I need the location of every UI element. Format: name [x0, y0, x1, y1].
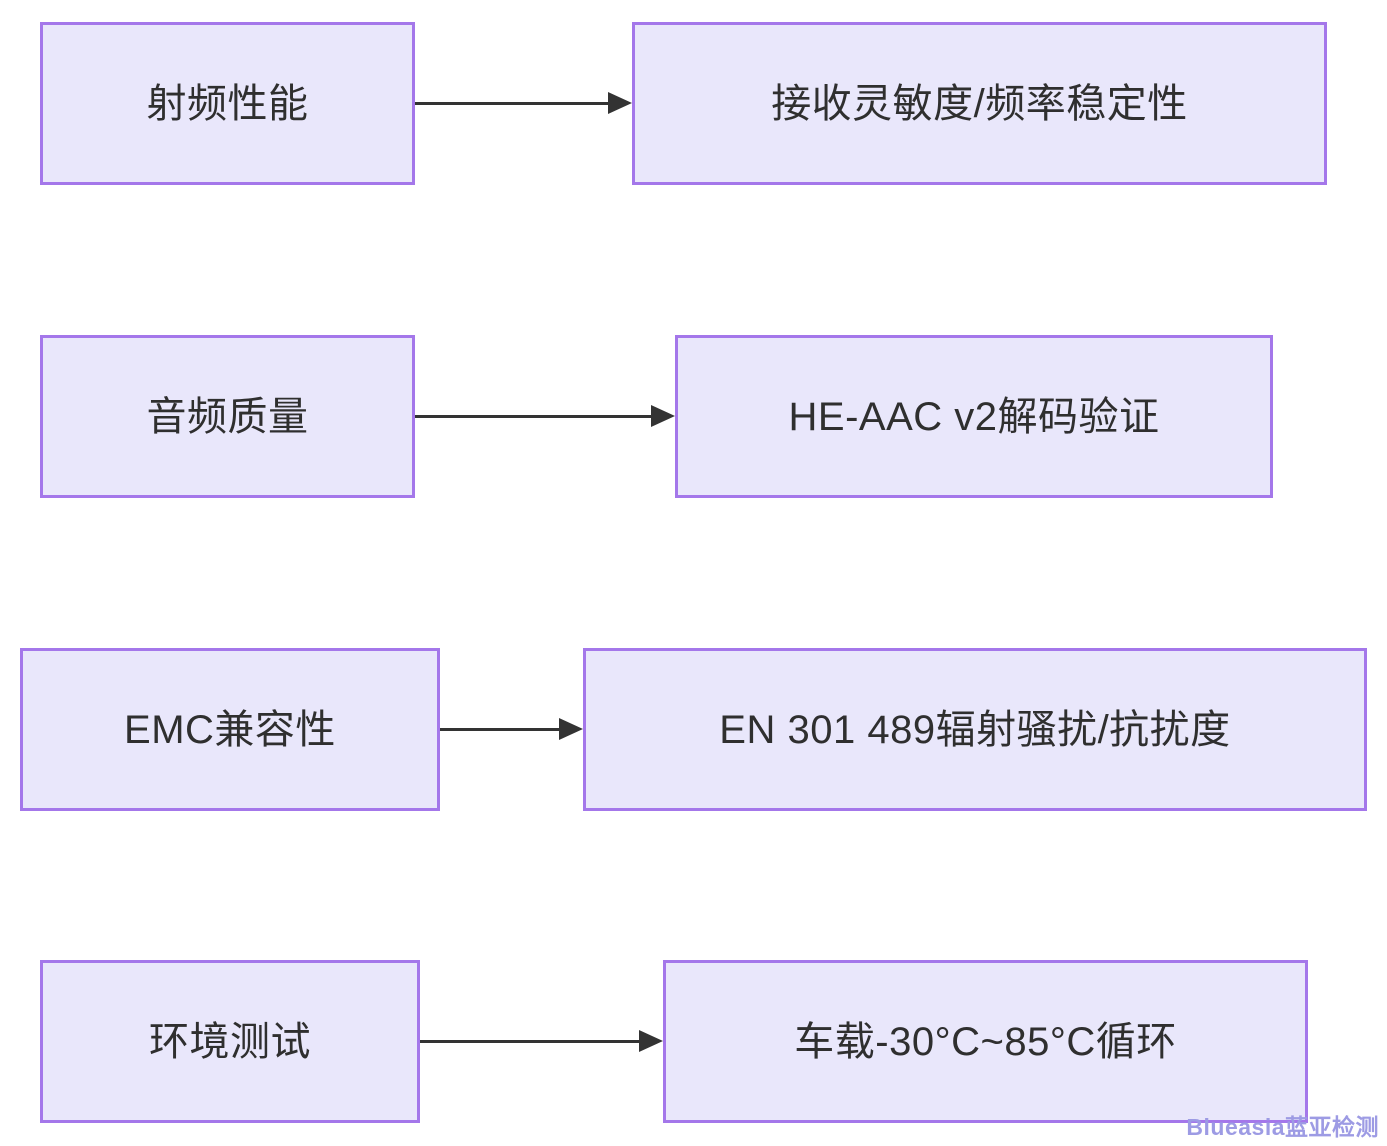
node-audio-quality[interactable]: 音频质量: [40, 335, 415, 498]
node-rf-target[interactable]: 接收灵敏度/频率稳定性: [632, 22, 1327, 185]
edge-emc-line: [440, 728, 559, 731]
node-audio-target[interactable]: HE-AAC v2解码验证: [675, 335, 1273, 498]
watermark: Blueasia蓝亚检测: [1186, 1114, 1379, 1140]
node-emc-target[interactable]: EN 301 489辐射骚扰/抗扰度: [583, 648, 1367, 811]
node-rf-target-label: 接收灵敏度/频率稳定性: [771, 81, 1188, 126]
node-rf-performance[interactable]: 射频性能: [40, 22, 415, 185]
edge-emc-arrowhead: [559, 718, 583, 740]
edge-rf: [415, 92, 632, 114]
edge-emc: [440, 718, 583, 740]
node-rf-performance-label: 射频性能: [146, 81, 309, 126]
edge-rf-line: [415, 102, 608, 105]
node-emc-compat-label: EMC兼容性: [124, 707, 336, 752]
node-env-target-label: 车载-30°C~85°C循环: [794, 1019, 1177, 1064]
node-env-test[interactable]: 环境测试: [40, 960, 420, 1123]
node-emc-target-label: EN 301 489辐射骚扰/抗扰度: [719, 707, 1231, 752]
edge-audio-line: [415, 415, 651, 418]
edge-rf-arrowhead: [608, 92, 632, 114]
edge-env-arrowhead: [639, 1030, 663, 1052]
node-env-test-label: 环境测试: [149, 1019, 311, 1064]
edge-env: [420, 1030, 663, 1052]
node-emc-compat[interactable]: EMC兼容性: [20, 648, 440, 811]
edge-env-line: [420, 1040, 639, 1043]
edge-audio-arrowhead: [651, 405, 675, 427]
node-audio-quality-label: 音频质量: [146, 394, 309, 439]
edge-audio: [415, 405, 675, 427]
node-env-target[interactable]: 车载-30°C~85°C循环: [663, 960, 1308, 1123]
node-audio-target-label: HE-AAC v2解码验证: [788, 394, 1160, 439]
